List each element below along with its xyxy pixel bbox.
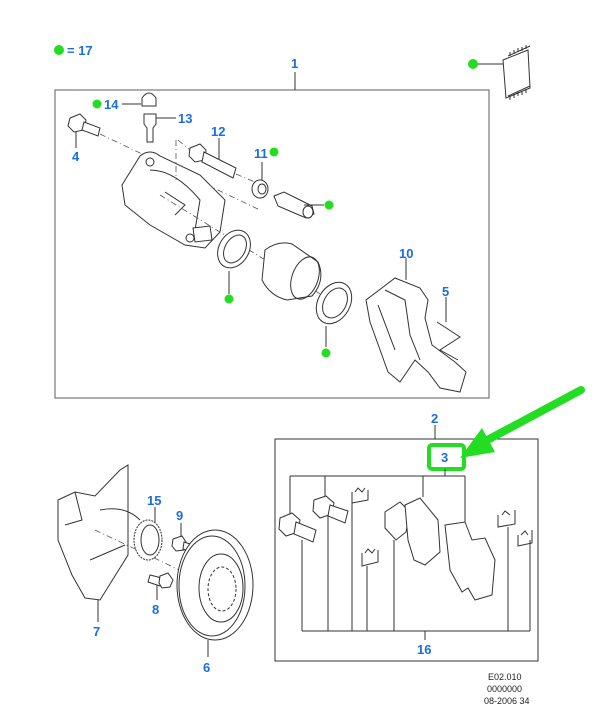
callout-7[interactable]: 7 [93,624,100,639]
guide-pin-part[interactable]: 12 [188,124,237,179]
pad-clip-1[interactable] [351,487,369,504]
caliper-carrier-part[interactable]: 10 [365,246,467,393]
guide-bush-part[interactable]: 11 [251,146,279,199]
pad-clip-4[interactable] [517,530,533,547]
callout-2[interactable]: 2 [431,411,438,426]
callout-5[interactable]: 5 [442,284,449,299]
brake-pad-inner[interactable] [384,497,441,566]
callout-1[interactable]: 1 [291,56,298,71]
bolt-part-4[interactable]: 4 [67,113,101,164]
legend-text: = 17 [67,43,93,58]
bleed-cap-part[interactable]: 14 [92,92,157,112]
abs-tone-ring-part[interactable]: 15 [133,493,163,561]
splash-shield-part[interactable]: 7 [57,464,141,639]
brake-disc-part[interactable]: 6 [176,529,254,675]
callout-11[interactable]: 11 [254,146,268,161]
callout-3[interactable]: 3 [441,450,448,465]
footer-date: 08-2006 34 [484,696,530,706]
callout-9[interactable]: 9 [176,508,183,523]
callout-16[interactable]: 16 [417,642,431,657]
grease-packet-icon [468,45,531,100]
legend-marker-dot [54,45,64,55]
callout-8[interactable]: 8 [152,602,159,617]
piston-part[interactable] [261,242,325,303]
callout-10[interactable]: 10 [399,246,413,261]
footer-code: E02.010 [488,672,522,682]
piston-seal-part[interactable] [211,224,257,304]
dust-seal-part[interactable] [309,276,359,358]
callout-12[interactable]: 12 [211,124,225,139]
anti-rattle-spring-part[interactable]: 5 [436,284,461,361]
callout-14[interactable]: 14 [104,97,119,112]
pad-clip-3[interactable] [497,510,516,528]
pad-kit-frame [274,438,539,662]
brake-pad-outer[interactable] [444,521,496,601]
pad-clip-2[interactable] [361,548,379,567]
callout-15[interactable]: 15 [147,493,161,508]
pad-kit-bolt-1[interactable] [278,512,317,543]
guide-pin-bolt-part[interactable] [273,191,334,219]
callout-13[interactable]: 13 [178,111,192,126]
pad-kit-bolt-2[interactable] [312,495,349,524]
caliper-assembly-frame [54,89,490,399]
bolt-part-8[interactable]: 8 [147,572,174,617]
callout-4[interactable]: 4 [72,149,80,164]
callout-6[interactable]: 6 [203,660,210,675]
footer-number: 0000000 [487,684,522,694]
highlight-arrow-icon [460,386,585,458]
bleed-screw-part[interactable]: 13 [143,111,192,143]
caliper-housing-part[interactable] [121,151,226,249]
